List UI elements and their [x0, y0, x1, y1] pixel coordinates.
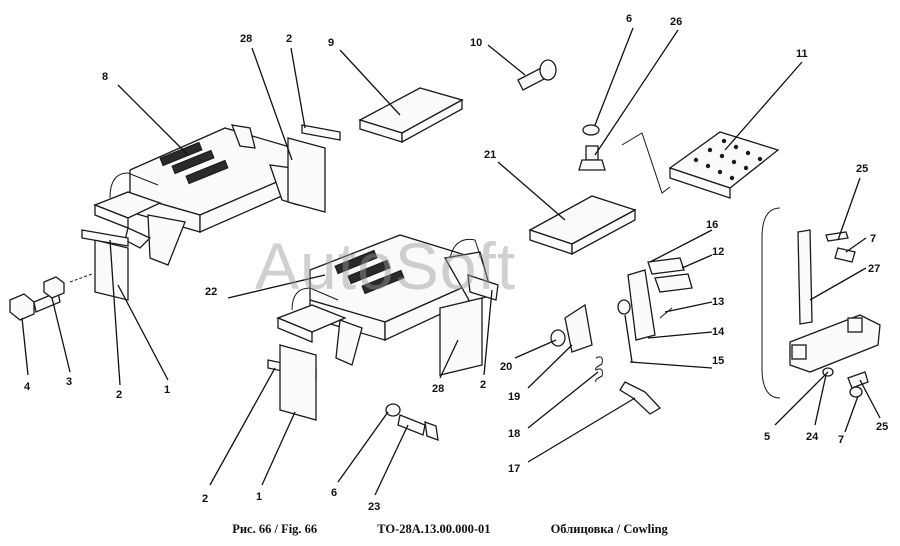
callout-1: 1 — [164, 384, 170, 396]
callout-13: 13 — [712, 296, 724, 308]
left-bolt-and-nut — [9, 273, 93, 321]
hinge-parts — [617, 257, 693, 341]
callout-1: 1 — [256, 491, 262, 503]
callout-18: 18 — [508, 428, 520, 440]
callout-25: 25 — [876, 421, 888, 433]
callout-11: 11 — [796, 48, 808, 60]
upper-cowling-assembly — [93, 124, 301, 266]
callout-9: 9 — [328, 37, 334, 49]
callout-19: 19 — [508, 391, 520, 403]
callout-26: 26 — [670, 16, 682, 28]
callout-28: 28 — [240, 33, 252, 45]
callout-23: 23 — [368, 501, 380, 513]
lower-cowling-assembly — [276, 234, 499, 366]
callout-8: 8 — [102, 71, 108, 83]
caption-figure-number: Рис. 66 / Fig. 66 — [232, 522, 318, 536]
callout-22: 22 — [205, 286, 217, 298]
callout-10: 10 — [470, 37, 482, 49]
bracket-parts — [550, 303, 662, 415]
callout-2: 2 — [480, 379, 486, 391]
leader-lines — [21, 27, 881, 496]
watermark-text: AutoSoft — [255, 229, 517, 303]
callout-5: 5 — [764, 431, 770, 443]
callout-2: 2 — [286, 33, 292, 45]
callout-15: 15 — [712, 355, 724, 367]
callout-6: 6 — [626, 13, 632, 25]
callout-21: 21 — [484, 149, 496, 161]
right-support-assembly — [761, 207, 881, 399]
callout-6: 6 — [331, 487, 337, 499]
callout-14: 14 — [712, 326, 725, 338]
callout-17: 17 — [508, 463, 520, 475]
callout-4: 4 — [24, 381, 31, 393]
figure-caption: Рис. 66 / Fig. 66 ТО-28А.13.00.000-01 Об… — [0, 522, 900, 537]
callout-20: 20 — [500, 361, 512, 373]
callout-2: 2 — [202, 493, 208, 505]
callout-numbers: 8 28 2 9 10 6 26 11 21 16 12 25 7 27 13 … — [24, 13, 888, 513]
callout-12: 12 — [712, 246, 724, 258]
callout-27: 27 — [868, 263, 880, 275]
caption-title: Облицовка / Cowling — [550, 522, 668, 536]
callout-28: 28 — [432, 383, 444, 395]
caption-drawing-number: ТО-28А.13.00.000-01 — [377, 522, 491, 536]
callout-3: 3 — [66, 376, 72, 388]
floor-plates — [358, 87, 637, 256]
callout-7: 7 — [870, 233, 876, 245]
callout-2: 2 — [116, 389, 122, 401]
lower-bolt-and-washer — [385, 403, 439, 441]
callout-25: 25 — [856, 163, 868, 175]
callout-16: 16 — [706, 219, 718, 231]
callout-7: 7 — [838, 434, 844, 446]
step-plate — [621, 131, 780, 199]
fasteners-top — [517, 59, 606, 171]
callout-24: 24 — [806, 431, 819, 443]
